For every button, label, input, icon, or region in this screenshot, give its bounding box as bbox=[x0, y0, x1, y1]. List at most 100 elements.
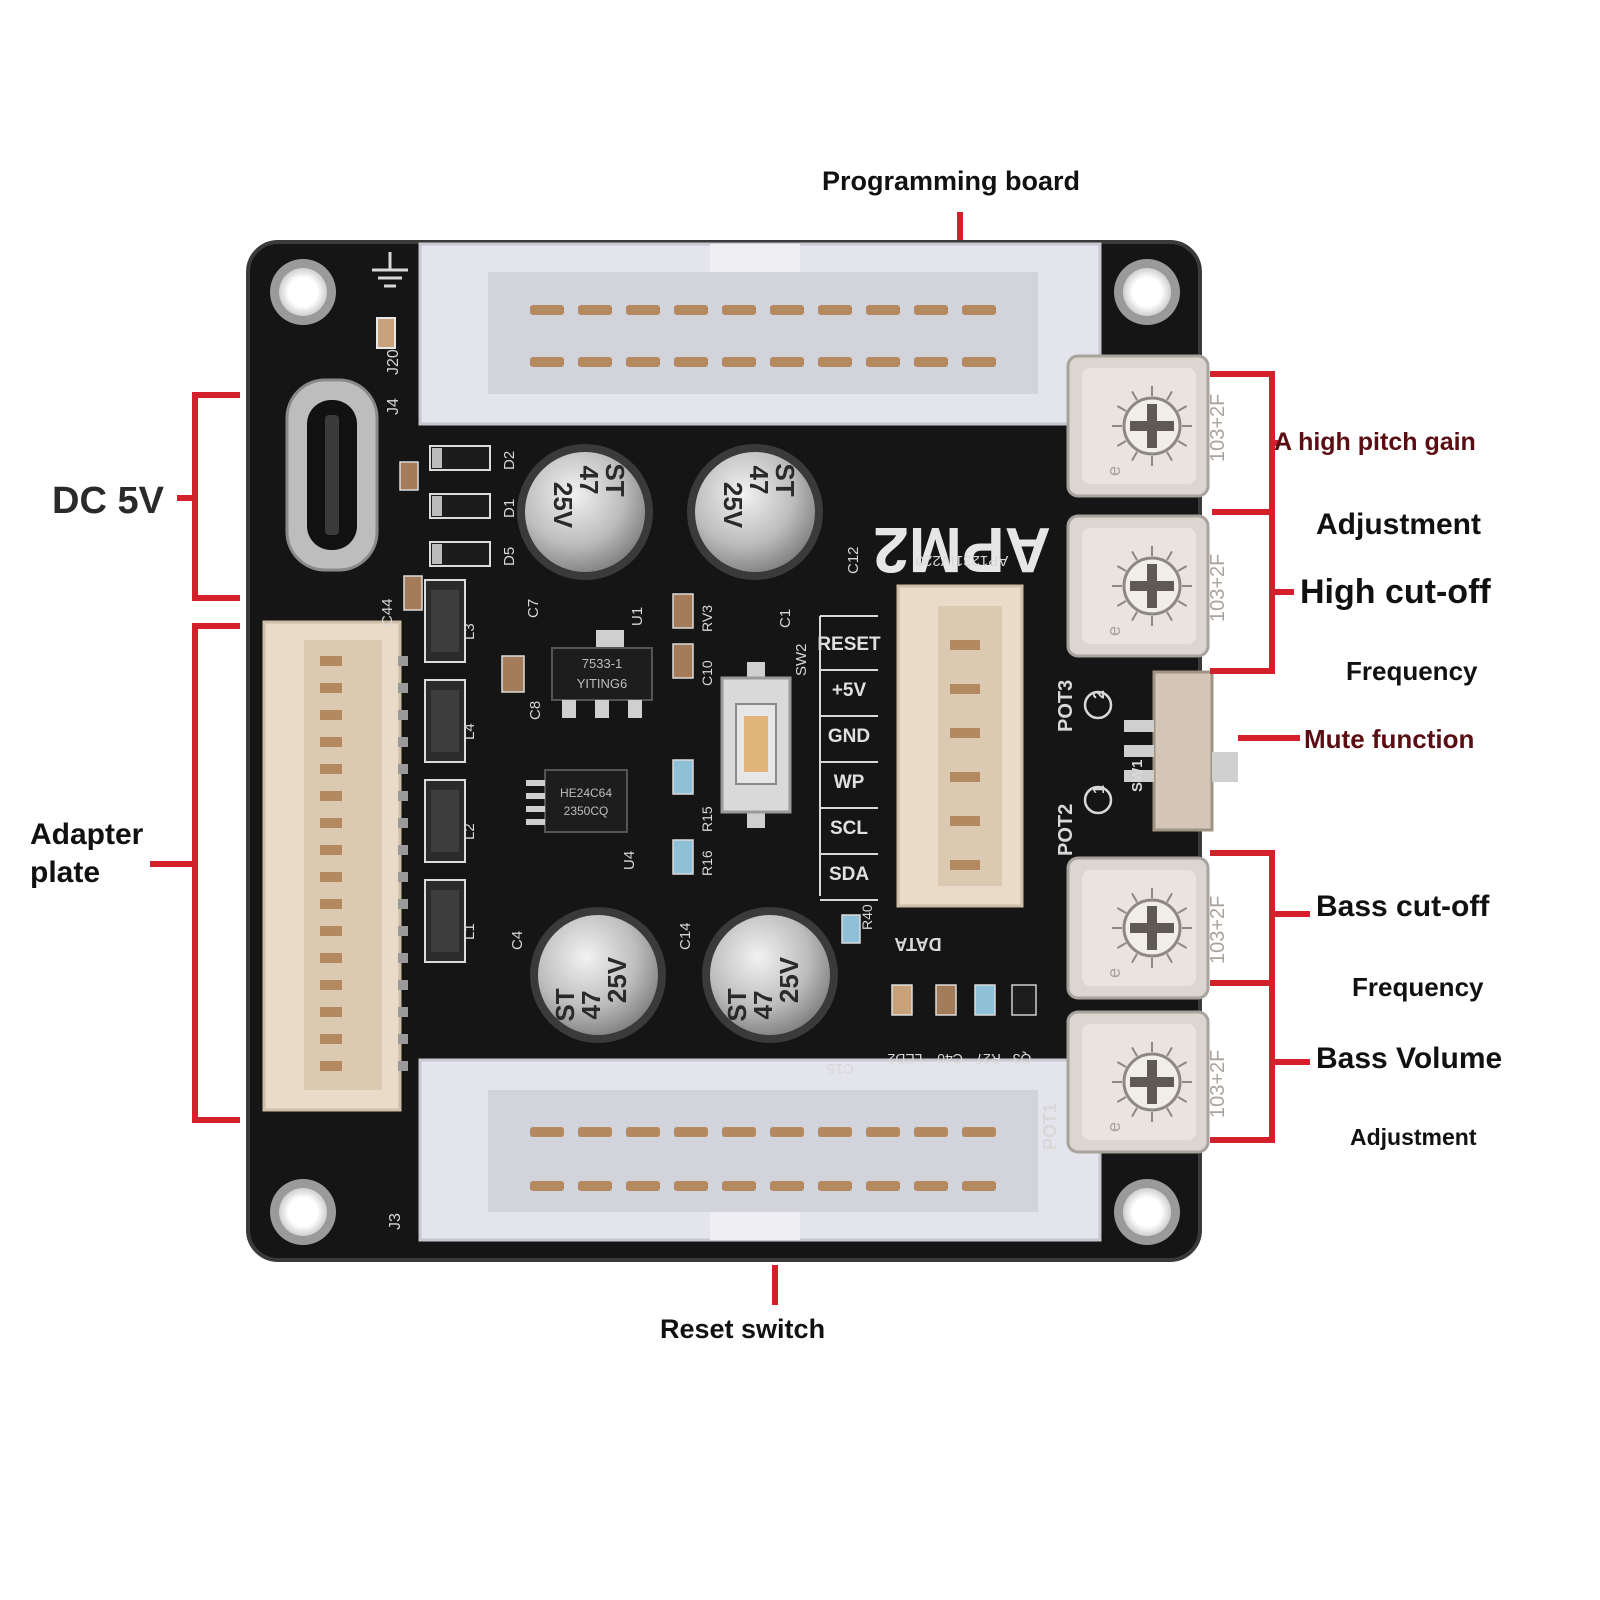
adapter-pin bbox=[320, 710, 342, 720]
pot-bass-cutoff[interactable]: 103+2Fe bbox=[1066, 856, 1229, 1000]
inductor-l1 bbox=[424, 879, 466, 963]
capacitor-c40 bbox=[935, 984, 957, 1016]
adapter-pin bbox=[320, 818, 342, 828]
adapter-pin bbox=[320, 980, 342, 990]
label-r27: R27 bbox=[975, 1051, 1001, 1067]
mute-switch bbox=[1124, 670, 1238, 832]
adapter-pin bbox=[320, 656, 342, 666]
adapter-pin bbox=[320, 737, 342, 747]
mount-hole-br bbox=[1114, 1179, 1180, 1245]
capacitor-bottom-left: ST 47 25V bbox=[530, 907, 666, 1043]
header-pin bbox=[578, 1127, 612, 1137]
header-pin bbox=[866, 1181, 900, 1191]
adapter-pin bbox=[320, 845, 342, 855]
data-pin bbox=[950, 860, 980, 870]
label-c14: C14 bbox=[677, 922, 694, 950]
pot-high-pitch[interactable]: 103+2Fe bbox=[1066, 354, 1229, 498]
pot-e-mark: e bbox=[1104, 626, 1124, 636]
adapter-pin-lead bbox=[398, 926, 408, 936]
pot-high-cutoff[interactable]: 103+2Fe bbox=[1066, 514, 1229, 658]
label-c4: C4 bbox=[509, 931, 526, 950]
data-pin bbox=[950, 728, 980, 738]
label-c12: C12 bbox=[845, 546, 862, 574]
data-connector bbox=[896, 584, 1024, 908]
svg-text:HE24C64: HE24C64 bbox=[560, 786, 612, 800]
callout-adapter-line2: plate bbox=[30, 856, 101, 889]
diode-d1 bbox=[429, 493, 491, 519]
svg-text:ST: ST bbox=[770, 463, 800, 496]
header-pin bbox=[674, 305, 708, 315]
callout-mute-function: Mute function bbox=[1304, 724, 1475, 754]
callout-reset-switch: Reset switch bbox=[660, 1314, 826, 1344]
label-pot2: POT2 bbox=[1055, 804, 1077, 856]
adapter-pin-lead bbox=[398, 737, 408, 747]
mount-hole-bl bbox=[270, 1179, 336, 1245]
header-pin bbox=[770, 1181, 804, 1191]
capacitor-c10 bbox=[672, 593, 694, 629]
resistor-r40 bbox=[841, 914, 861, 944]
header-pin bbox=[530, 1181, 564, 1191]
label-r16: R16 bbox=[699, 850, 715, 876]
label-l4: L4 bbox=[461, 723, 478, 740]
usb-c-port bbox=[285, 378, 379, 572]
header-pin bbox=[818, 1127, 852, 1137]
header-pin bbox=[674, 357, 708, 367]
header-pin bbox=[770, 305, 804, 315]
label-c10: C10 bbox=[699, 660, 715, 686]
capacitor-bottom-right: ST 47 25V bbox=[702, 907, 838, 1043]
pot3-number: 2 bbox=[1091, 690, 1108, 699]
header-pin bbox=[962, 357, 996, 367]
header-pin bbox=[626, 357, 660, 367]
callout-frequency-1: Frequency bbox=[1346, 656, 1478, 686]
inductor-l4 bbox=[424, 679, 466, 763]
inductor-l3 bbox=[424, 579, 466, 663]
label-c44: C44 bbox=[379, 598, 396, 626]
transistor-q3 bbox=[1011, 984, 1037, 1016]
header-pin bbox=[770, 1127, 804, 1137]
capacitor-c8 bbox=[501, 655, 525, 693]
bottom-pins bbox=[530, 1127, 996, 1191]
header-pin bbox=[914, 305, 948, 315]
header-pin bbox=[914, 1181, 948, 1191]
pot2-number: 1 bbox=[1091, 785, 1108, 794]
adapter-pin-lead bbox=[398, 1061, 408, 1071]
leader-lines bbox=[150, 212, 1310, 1305]
adapter-pin-lead bbox=[398, 683, 408, 693]
pot-marking: 103+2F bbox=[1207, 394, 1229, 462]
resistor-r27 bbox=[974, 984, 996, 1016]
header-pin bbox=[674, 1127, 708, 1137]
adapter-pin bbox=[320, 791, 342, 801]
pot3-number-circle bbox=[1083, 690, 1113, 720]
label-led2: LED2 bbox=[887, 1051, 922, 1067]
header-pin bbox=[578, 1181, 612, 1191]
header-pin bbox=[962, 1181, 996, 1191]
pot-e-mark: e bbox=[1104, 968, 1124, 978]
led-top bbox=[376, 317, 396, 349]
label-d1: D1 bbox=[501, 499, 518, 518]
callout-dc-5v: DC 5V bbox=[52, 480, 164, 522]
svg-text:25V: 25V bbox=[718, 482, 748, 529]
callout-high-pitch-gain: A high pitch gain bbox=[1274, 428, 1476, 456]
header-pin bbox=[578, 305, 612, 315]
header-pin bbox=[866, 305, 900, 315]
adapter-pin bbox=[320, 1034, 342, 1044]
pot-bass-volume[interactable]: 103+2Fe bbox=[1066, 1010, 1229, 1154]
header-pin bbox=[722, 1181, 756, 1191]
callout-bass-volume: Bass Volume bbox=[1316, 1042, 1503, 1075]
header-pin bbox=[914, 1127, 948, 1137]
programming-pins bbox=[530, 305, 996, 367]
resistor-r15 bbox=[672, 759, 694, 795]
pin-label: SDA bbox=[829, 864, 869, 885]
label-sw2: SW2 bbox=[793, 643, 810, 676]
svg-text:47: 47 bbox=[576, 991, 606, 1020]
svg-text:25V: 25V bbox=[774, 956, 804, 1003]
label-c1: C1 bbox=[777, 609, 794, 628]
adapter-pin-lead bbox=[398, 710, 408, 720]
adapter-pin bbox=[320, 1061, 342, 1071]
adapter-pin bbox=[320, 953, 342, 963]
header-pin bbox=[722, 1127, 756, 1137]
pin-label: WP bbox=[834, 772, 865, 793]
pot2-number-circle bbox=[1083, 785, 1113, 815]
header-pin bbox=[818, 305, 852, 315]
